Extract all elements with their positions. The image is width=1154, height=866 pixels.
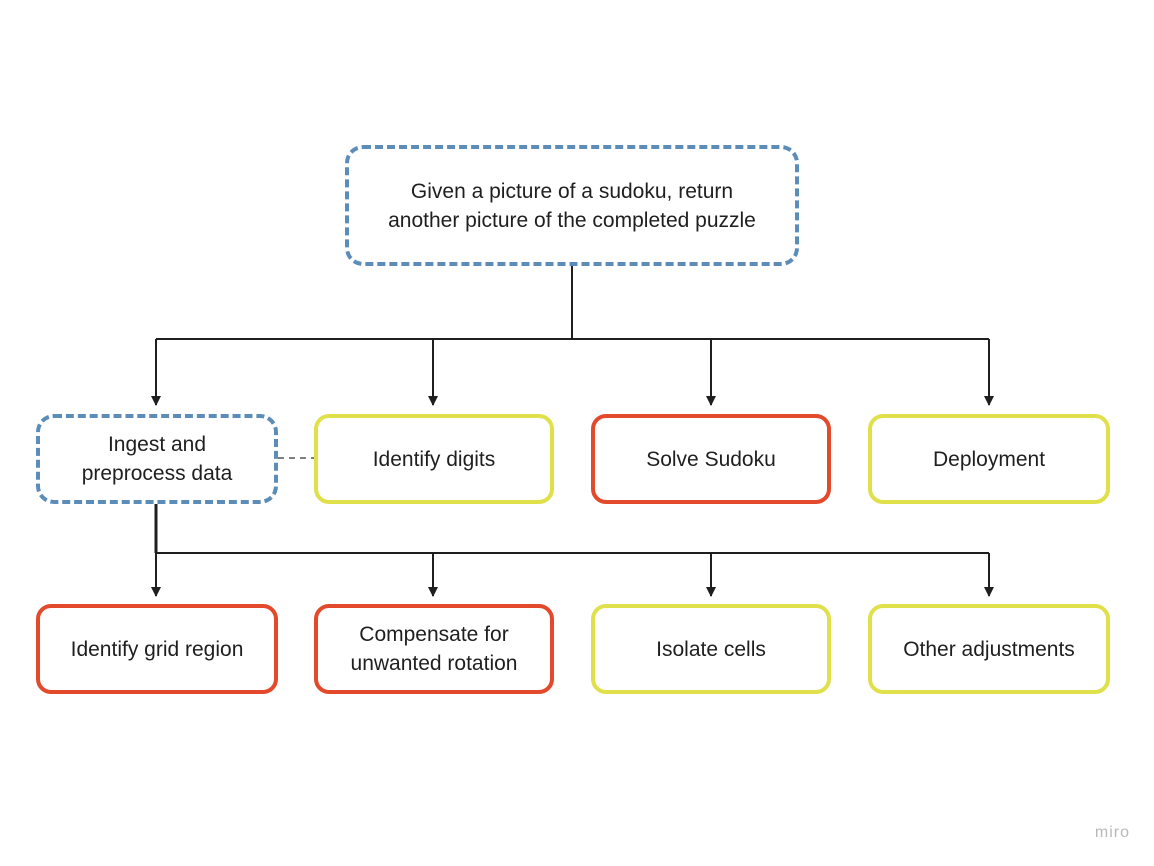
isolate-cells-node-label: Isolate cells	[656, 635, 766, 664]
goal-node-label: Given a picture of a sudoku, return anot…	[388, 177, 756, 235]
deployment-node[interactable]: Deployment	[868, 414, 1110, 504]
ingest-node[interactable]: Ingest and preprocess data	[36, 414, 278, 504]
goal-node-line-2: another picture of the completed puzzle	[388, 208, 756, 232]
ingest-node-line-2: preprocess data	[81, 462, 233, 485]
compensate-node-line-2: unwanted rotation	[350, 652, 518, 675]
compensate-node-label: Compensate for unwanted rotation	[351, 620, 518, 678]
identify-digits-node-line-1: Identify digits	[372, 447, 496, 471]
deployment-node-label: Deployment	[933, 445, 1045, 474]
solve-sudoku-node[interactable]: Solve Sudoku	[591, 414, 831, 504]
goal-node[interactable]: Given a picture of a sudoku, return anot…	[345, 145, 799, 266]
compensate-node-line-1: Compensate for	[359, 623, 509, 646]
other-adjustments-node-line-1: Other adjustments	[903, 637, 1075, 661]
solve-sudoku-node-label: Solve Sudoku	[646, 445, 776, 474]
isolate-cells-node[interactable]: Isolate cells	[591, 604, 831, 694]
other-adjustments-node-label: Other adjustments	[903, 635, 1075, 664]
identify-digits-node[interactable]: Identify digits	[314, 414, 554, 504]
ingest-node-line-1: Ingest and	[107, 433, 207, 456]
compensate-node[interactable]: Compensate for unwanted rotation	[314, 604, 554, 694]
other-adjustments-node[interactable]: Other adjustments	[868, 604, 1110, 694]
miro-watermark: miro	[1094, 824, 1130, 841]
deployment-node-line-1: Deployment	[932, 447, 1046, 471]
solve-sudoku-node-line-1: Solve Sudoku	[646, 447, 776, 471]
identify-grid-node[interactable]: Identify grid region	[36, 604, 278, 694]
isolate-cells-node-line-1: Isolate cells	[656, 637, 766, 661]
identify-digits-node-label: Identify digits	[373, 445, 496, 474]
ingest-node-label: Ingest and preprocess data	[82, 430, 233, 488]
goal-node-line-1: Given a picture of a sudoku, return	[410, 179, 734, 203]
identify-grid-node-line-1: Identify grid region	[70, 637, 244, 661]
identify-grid-node-label: Identify grid region	[71, 635, 244, 664]
